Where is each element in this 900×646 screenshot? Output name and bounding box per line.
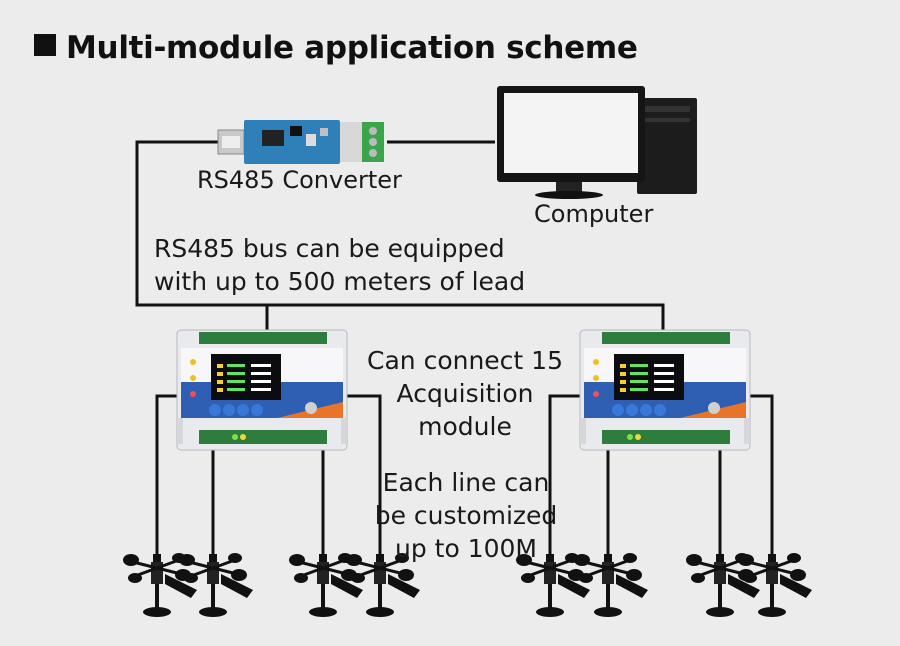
page-title: Multi-module application scheme (34, 30, 638, 66)
anemometer-icon (177, 551, 255, 619)
anemometer-icon (572, 551, 650, 619)
line-note-line2: be customized (374, 501, 558, 530)
bus-note-line1: RS485 bus can be equipped (154, 234, 505, 263)
connect-note-line3: module (418, 412, 512, 441)
connect-note-line1: Can connect 15 (367, 346, 563, 375)
converter-label: RS485 Converter (197, 166, 402, 194)
computer-image (497, 86, 697, 199)
connect-note-line2: Acquisition (396, 379, 534, 408)
bus-note: RS485 bus can be equipped with up to 500… (154, 232, 525, 298)
acquisition-module-right (579, 329, 751, 451)
line-note-line3: up to 100M (395, 534, 537, 563)
line-note-line1: Each line can (382, 468, 550, 497)
acquisition-module-left (176, 329, 348, 451)
title-square-icon (34, 34, 56, 56)
connect-note: Can connect 15 Acquisition module (362, 344, 568, 443)
sensor-wiring (155, 394, 774, 575)
rs485-converter-image (217, 120, 384, 164)
computer-label: Computer (534, 200, 654, 228)
title-text: Multi-module application scheme (66, 30, 638, 66)
bus-note-line2: with up to 500 meters of lead (154, 267, 526, 296)
bus-wiring (135, 140, 665, 330)
line-note: Each line can be customized up to 100M (364, 466, 568, 565)
